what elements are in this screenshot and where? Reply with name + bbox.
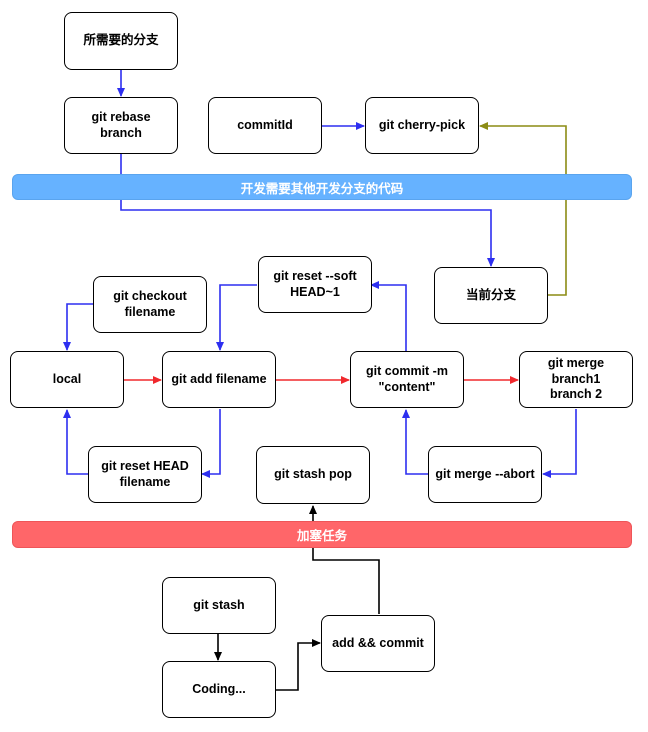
edge-rebase-to-current	[120, 154, 495, 267]
edge-add-to-resethead	[201, 409, 221, 478]
edge-abort-to-commit	[402, 409, 428, 475]
node-git-stash: git stash	[162, 577, 276, 634]
node-add-and-commit: add && commit	[321, 615, 435, 672]
node-git-stash-pop: git stash pop	[256, 446, 370, 504]
node-needed-branch: 所需要的分支	[64, 12, 178, 70]
node-git-rebase: git rebase branch	[64, 97, 178, 154]
node-git-reset-soft: git reset --soft HEAD~1	[258, 256, 372, 313]
node-local: local	[10, 351, 124, 408]
node-git-checkout: git checkout filename	[93, 276, 207, 333]
node-git-reset-head: git reset HEAD filename	[88, 446, 202, 503]
edge-current-to-cherrypick	[479, 122, 567, 296]
band-urgent-task: 加塞任务	[12, 521, 632, 548]
edge-checkout-to-local	[63, 303, 93, 351]
edge-coding-to-addcommit	[275, 639, 321, 691]
band-other-branch-code: 开发需要其他开发分支的代码	[12, 174, 632, 200]
node-git-cherry-pick: git cherry-pick	[365, 97, 479, 154]
node-git-add: git add filename	[162, 351, 276, 408]
edge-resetsoft-to-add	[216, 284, 257, 351]
edge-resethead-to-local	[63, 409, 88, 475]
node-commit-id: commitId	[208, 97, 322, 154]
node-current-branch: 当前分支	[434, 267, 548, 324]
node-git-merge: git merge branch1 branch 2	[519, 351, 633, 408]
node-git-commit: git commit -m "content"	[350, 351, 464, 408]
node-coding: Coding...	[162, 661, 276, 718]
node-git-merge-abort: git merge --abort	[428, 446, 542, 503]
edge-commit-to-resetsoft	[370, 281, 407, 351]
edge-merge-to-abort	[542, 409, 577, 478]
